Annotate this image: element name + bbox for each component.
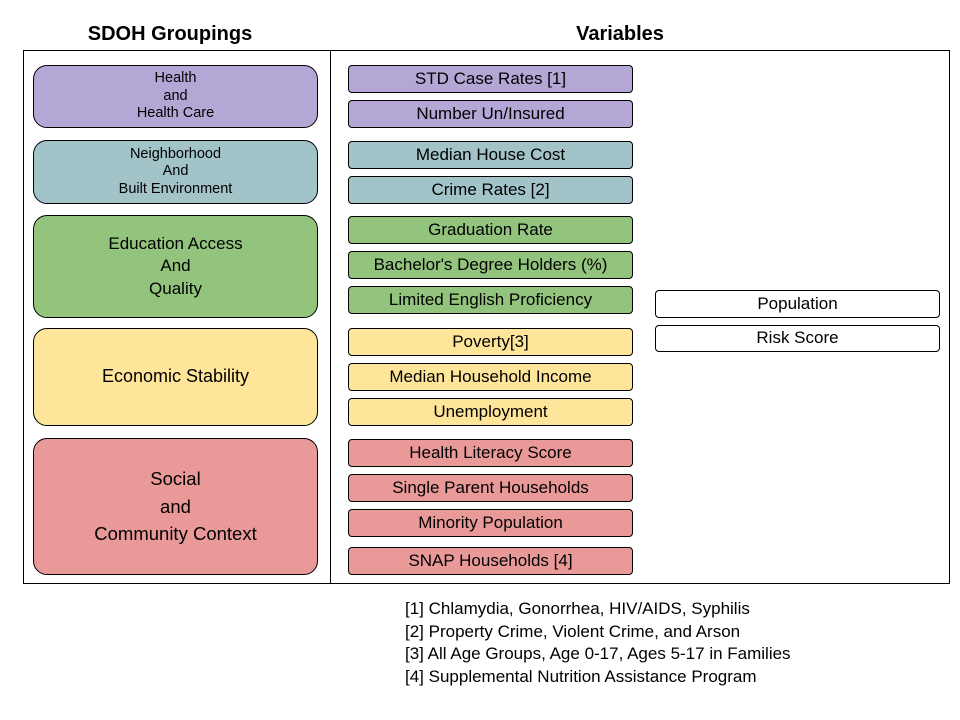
var-snap-households: SNAP Households [4] [348, 547, 633, 575]
diagram-frame [23, 50, 950, 584]
outcome-risk-score: Risk Score [655, 325, 940, 352]
footnote-1: [1] Chlamydia, Gonorrhea, HIV/AIDS, Syph… [405, 599, 750, 618]
var-limited-english-proficiency: Limited English Proficiency [348, 286, 633, 314]
column-divider [330, 50, 331, 584]
group-social-and-community-context: Social and Community Context [33, 438, 318, 575]
group-economic-stability: Economic Stability [33, 328, 318, 426]
outcome-population: Population [655, 290, 940, 318]
var-std-case-rates: STD Case Rates [1] [348, 65, 633, 93]
var-bachelors-degree-holders: Bachelor's Degree Holders (%) [348, 251, 633, 279]
sdoh-groupings-header: SDOH Groupings [87, 23, 253, 45]
footnote-4: [4] Supplemental Nutrition Assistance Pr… [405, 666, 757, 686]
var-number-uninsured: Number Un/Insured [348, 100, 633, 128]
var-poverty: Poverty[3] [348, 328, 633, 356]
var-minority-population: Minority Population [348, 509, 633, 537]
group-neighborhood-and-built-environment: Neighborhood And Built Environment [33, 140, 318, 204]
var-graduation-rate: Graduation Rate [348, 216, 633, 244]
group-health-and-health-care: Health and Health Care [33, 65, 318, 128]
var-median-house-cost: Median House Cost [348, 141, 633, 169]
var-median-household-income: Median Household Income [348, 363, 633, 391]
footnote-3: [3] All Age Groups, Age 0-17, Ages 5-17 … [405, 644, 791, 663]
var-crime-rates: Crime Rates [2] [348, 176, 633, 204]
variables-header: Variables [576, 23, 664, 45]
var-health-literacy-score: Health Literacy Score [348, 439, 633, 467]
var-single-parent-households: Single Parent Households [348, 474, 633, 502]
var-unemployment: Unemployment [348, 398, 633, 426]
footnote-2: [2] Property Crime, Violent Crime, and A… [405, 621, 741, 641]
group-education-access-and-quality: Education Access And Quality [33, 215, 318, 318]
footnotes: [1] Chlamydia, Gonorrhea, HIV/AIDS, Syph… [405, 598, 791, 688]
